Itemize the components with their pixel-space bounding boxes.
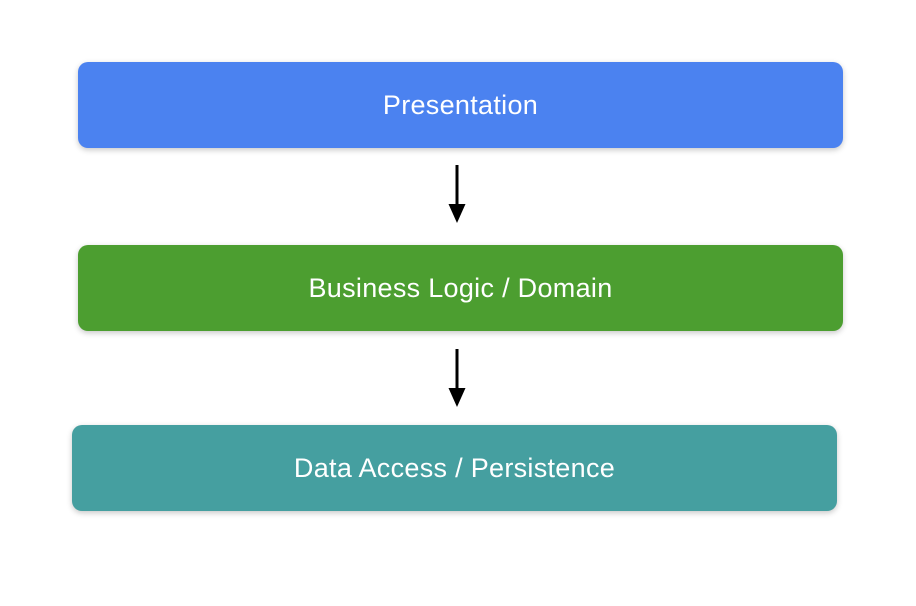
down-arrow-icon [448,165,466,223]
down-arrow-icon [448,349,466,407]
layer-label-business-logic: Business Logic / Domain [308,272,613,303]
layer-box-presentation: Presentation [78,62,843,148]
layer-label-data-access: Data Access / Persistence [293,452,616,483]
layer-box-business-logic: Business Logic / Domain [78,245,843,331]
layer-box-data-access: Data Access / Persistence [72,425,837,511]
layer-label-presentation: Presentation [382,89,539,120]
